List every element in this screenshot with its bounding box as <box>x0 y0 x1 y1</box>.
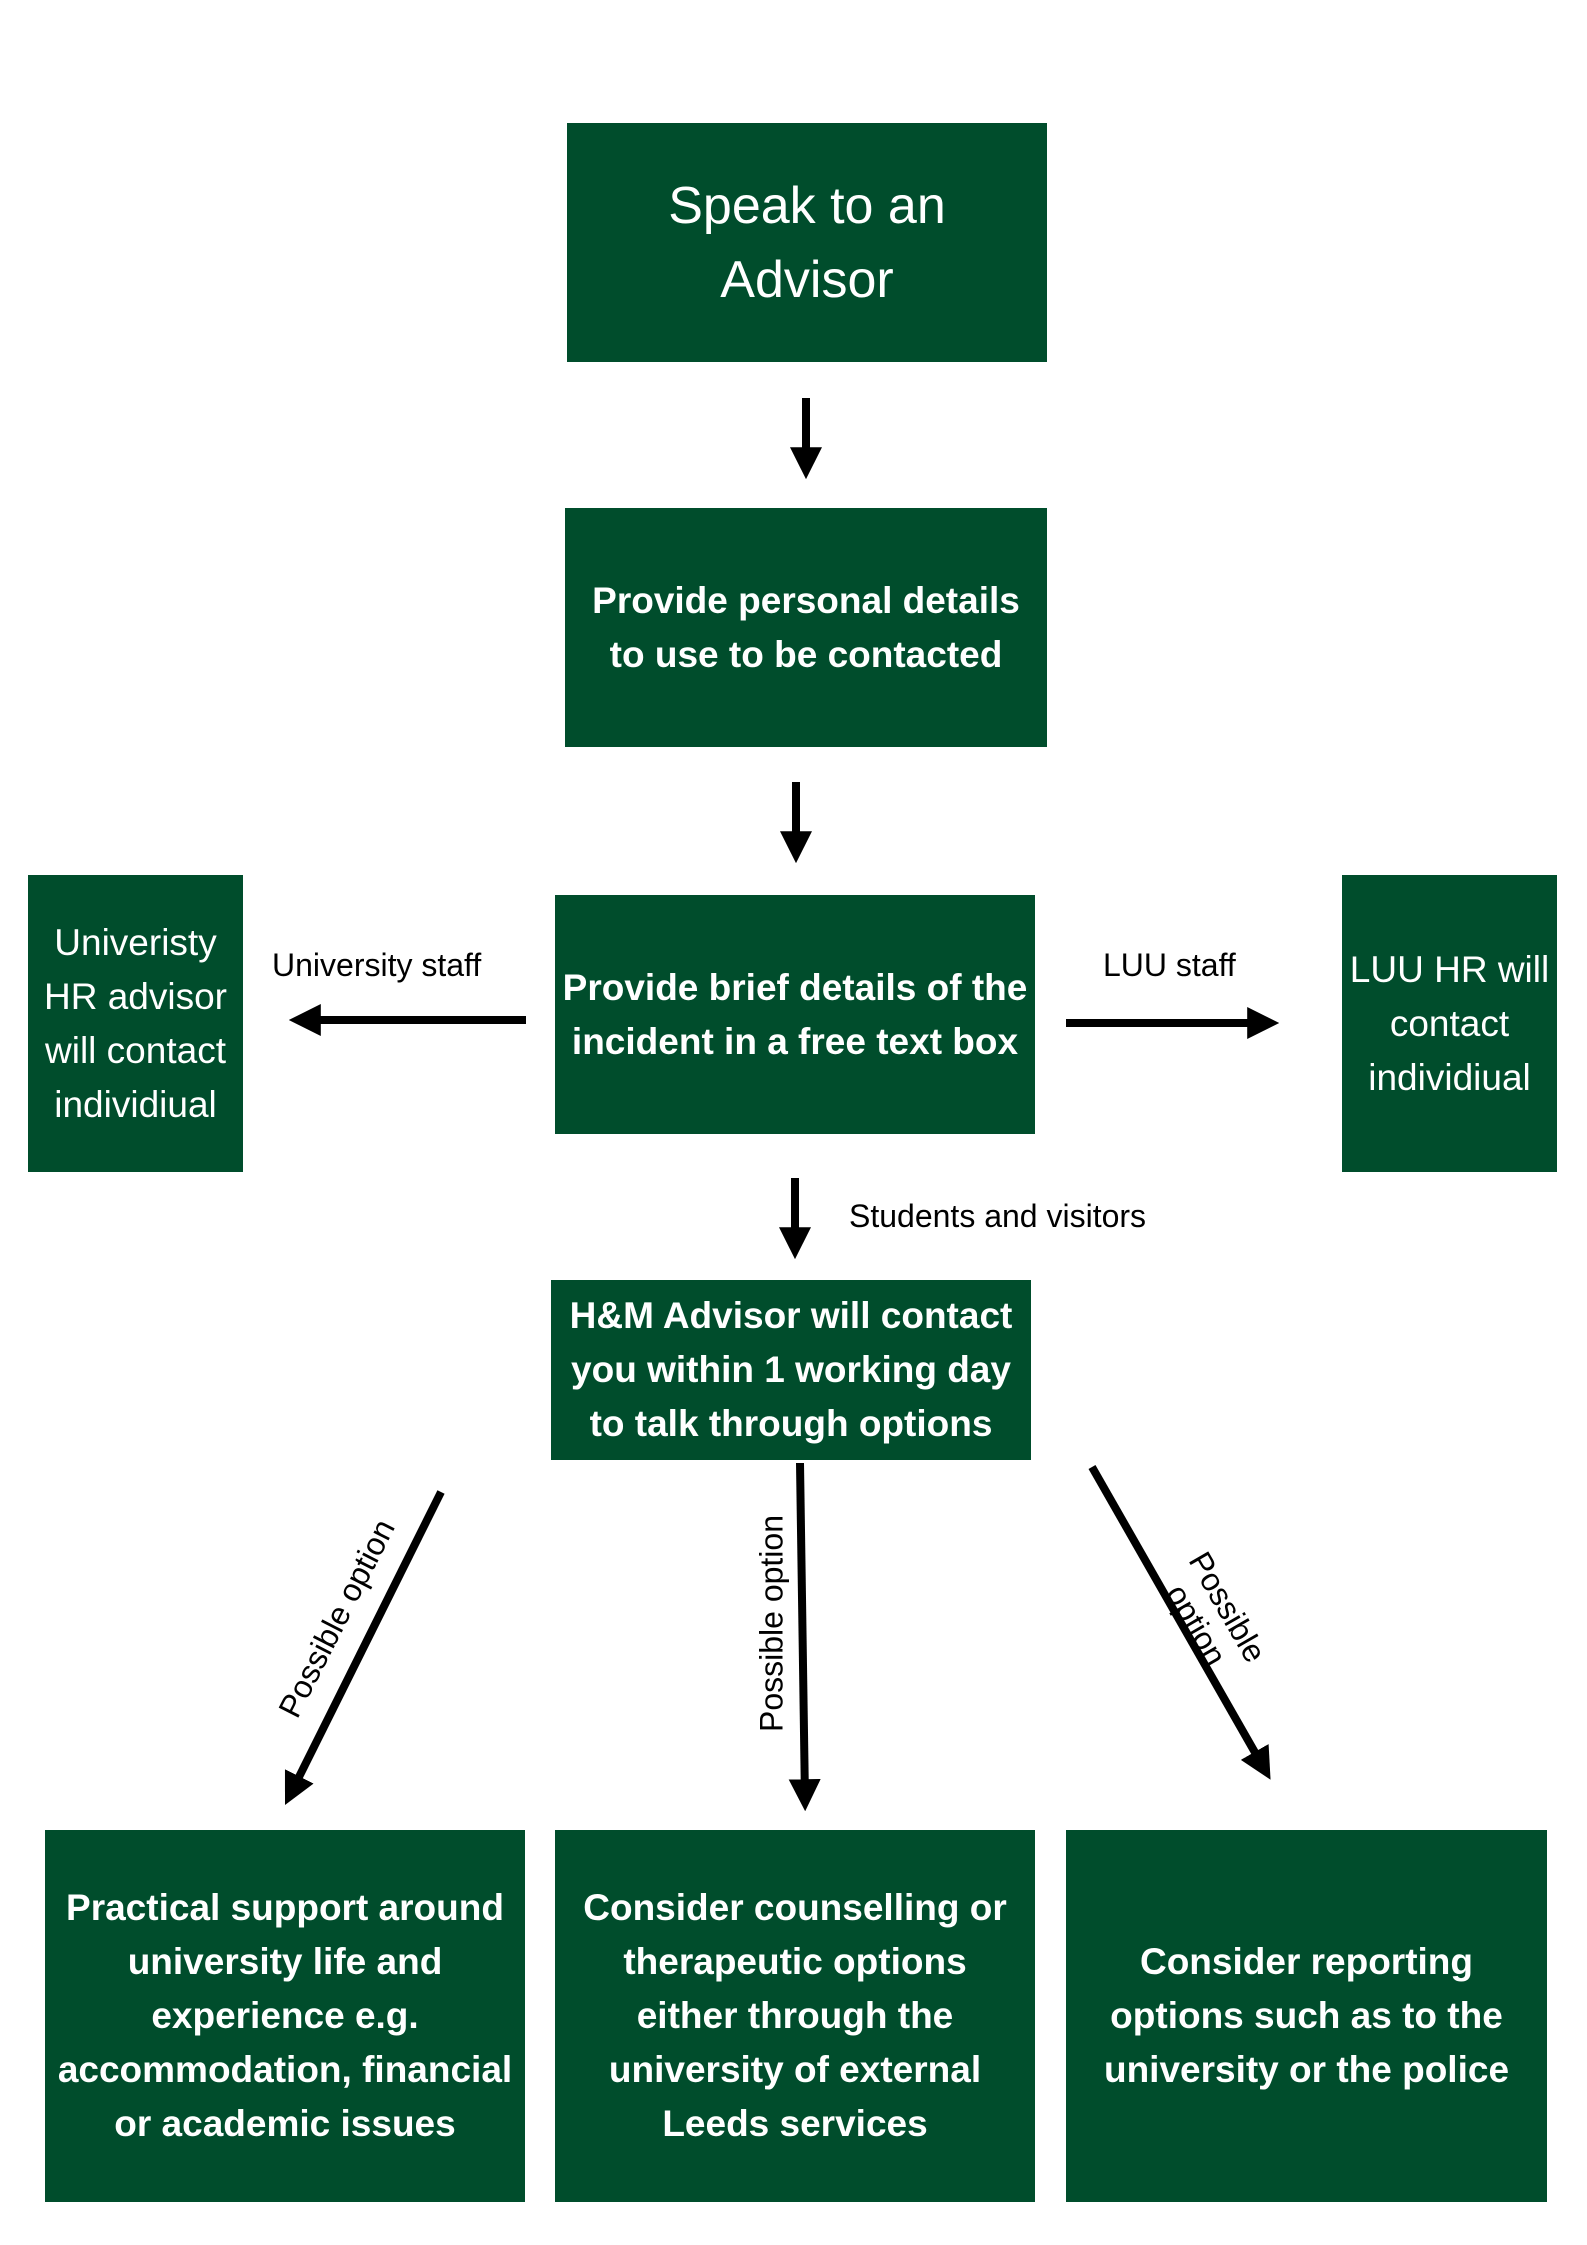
personal-details-box: Provide personal details to use to be co… <box>565 508 1047 747</box>
hm-advisor-text: H&M Advisor will contact you within 1 wo… <box>569 1295 1013 1444</box>
counselling-box: Consider counselling or therapeutic opti… <box>555 1830 1035 2202</box>
hm-advisor-box: H&M Advisor will contact you within 1 wo… <box>551 1280 1031 1460</box>
possible-option-middle-label: Possible option <box>753 1514 790 1733</box>
incident-details-text: Provide brief details of the incident in… <box>562 966 1028 1062</box>
luu-staff-label: LUU staff <box>1103 947 1236 983</box>
arrow-hm-to-reporting <box>1088 1465 1271 1780</box>
speak-to-advisor-text: Speak to an Advisor <box>668 176 946 309</box>
counselling-text: Consider counselling or therapeutic opti… <box>583 1887 1007 2144</box>
arrow-hm-to-counselling <box>788 1462 821 1812</box>
speak-to-advisor-box: Speak to an Advisor <box>567 123 1047 362</box>
personal-details-text: Provide personal details to use to be co… <box>592 579 1020 675</box>
university-staff-label: University staff <box>272 947 482 983</box>
arrow-hm-to-practical <box>284 1490 445 1806</box>
practical-support-box: Practical support around university life… <box>45 1830 525 2202</box>
luu-hr-box: LUU HR will contact individiual <box>1342 875 1557 1172</box>
luu-hr-text: LUU HR will contact individiual <box>1349 948 1550 1098</box>
university-hr-text: Univeristy HR advisor will contact indiv… <box>44 921 227 1125</box>
incident-details-box: Provide brief details of the incident in… <box>555 895 1035 1134</box>
practical-support-text: Practical support around university life… <box>57 1887 513 2144</box>
reporting-text: Consider reporting options such as to th… <box>1103 1941 1510 2090</box>
students-visitors-label: Students and visitors <box>849 1198 1147 1234</box>
reporting-box: Consider reporting options such as to th… <box>1066 1830 1547 2202</box>
university-hr-box: Univeristy HR advisor will contact indiv… <box>28 875 243 1172</box>
